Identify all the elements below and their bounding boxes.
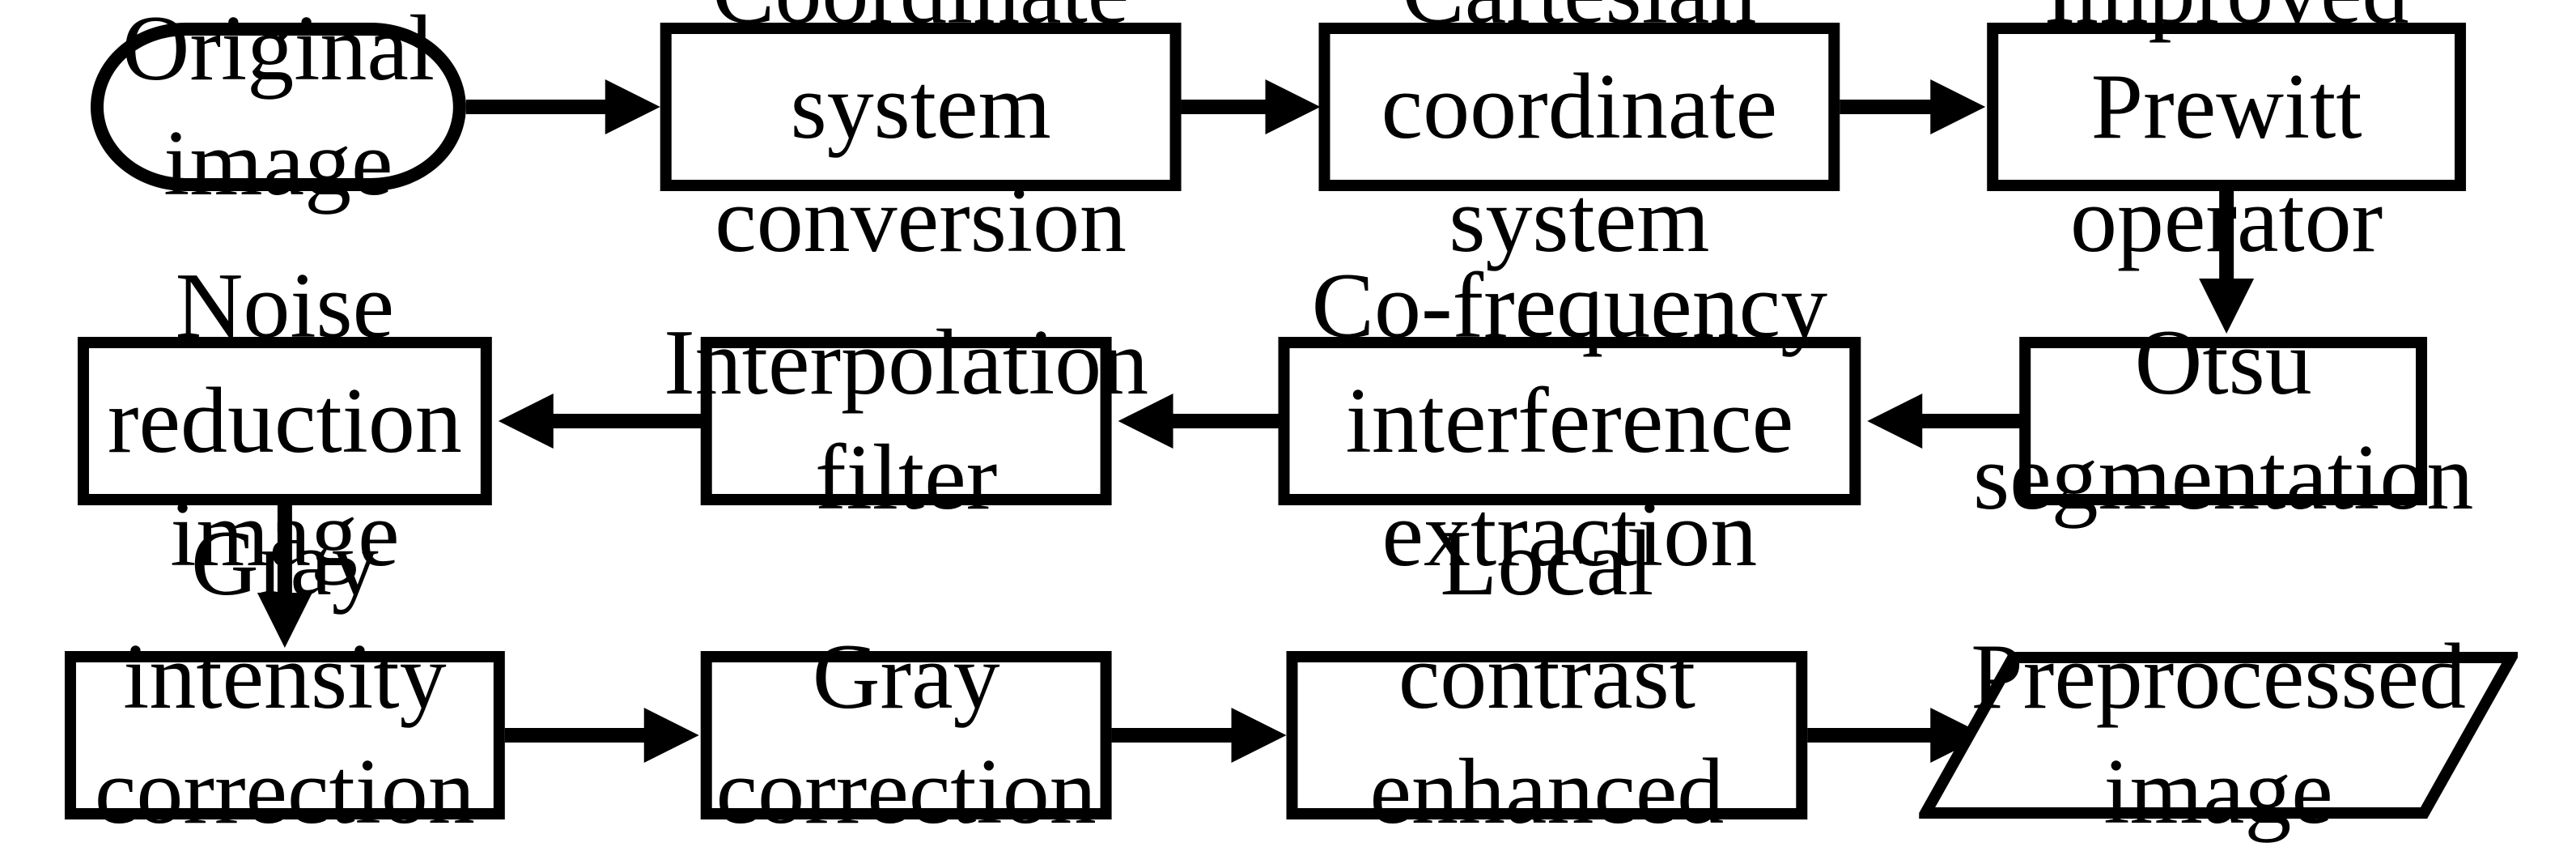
node-label: Interpolation filter [664, 309, 1149, 530]
edge-noise-reduction-image-to-gray-intensity-correction-matrix [256, 505, 314, 654]
node-gray-correction[interactable]: Gray correction [700, 624, 1112, 844]
edge-improved-prewitt-operator-to-otsu-segmentation [2197, 191, 2256, 340]
node-label: Preprocessed image [1971, 624, 2467, 845]
node-label: Cartesian coordinate system [1381, 0, 1778, 273]
edge-coordinate-system-conversion-to-cartesian-coordinate-system [1181, 78, 1327, 136]
edge-interpolation-filter-to-noise-reduction-image [492, 392, 702, 450]
edge-gray-correction-to-local-contrast-enhanced-contrast [1111, 706, 1293, 764]
node-local-contrast-enhanced-contrast[interactable]: Local contrast enhanced contrast [1286, 509, 1808, 844]
node-cartesian-coordinate-system[interactable]: Cartesian coordinate system [1318, 0, 1840, 273]
node-gray-intensity-correction-matrix[interactable]: Gray intensity correction matrix [64, 509, 505, 844]
node-label: Co-frequency interference extraction [1311, 252, 1828, 587]
edge-gray-intensity-correction-matrix-to-gray-correction [504, 706, 706, 764]
edge-local-contrast-enhanced-contrast-to-preprocessed-image [1807, 706, 1992, 764]
node-interpolation-filter[interactable]: Interpolation filter [664, 310, 1148, 530]
edge-co-frequency-interference-extraction-to-interpolation-filter [1112, 392, 1280, 450]
edge-cartesian-coordinate-system-to-improved-prewitt-operator [1840, 78, 1992, 136]
parallelogram-outline [1919, 652, 2519, 819]
edge-otsu-segmentation-to-co-frequency-interference-extraction [1861, 392, 2023, 450]
node-coordinate-system-conversion[interactable]: Coordinate system conversion [660, 0, 1182, 273]
node-label: Improved Prewitt operator [2044, 0, 2409, 273]
node-label: Gray correction [715, 624, 1097, 845]
node-label: Otsu segmentation [1972, 309, 2474, 530]
node-co-frequency-interference-extraction[interactable]: Co-frequency interference extraction [1278, 253, 1861, 587]
node-otsu-segmentation[interactable]: Otsu segmentation [1973, 310, 2473, 530]
edge-original-image-to-coordinate-system-conversion [465, 78, 667, 136]
node-noise-reduction-image[interactable]: Noise reduction image [77, 253, 492, 587]
node-original-image[interactable]: Original image [90, 0, 466, 215]
node-label: Local contrast enhanced contrast [1369, 509, 1725, 844]
node-preprocessed-image[interactable]: Preprocessed image [1919, 624, 2519, 844]
node-label: Original image [121, 0, 435, 215]
node-improved-prewitt-operator[interactable]: Improved Prewitt operator [1987, 0, 2467, 273]
node-label: Coordinate system conversion [712, 0, 1129, 273]
